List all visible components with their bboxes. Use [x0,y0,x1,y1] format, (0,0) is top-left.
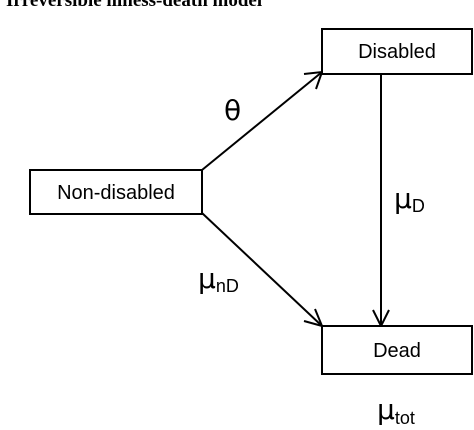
state-non-disabled-label: Non-disabled [57,182,175,204]
state-disabled-box [321,28,473,75]
rate-mu-nd-label: μnD [198,262,239,296]
rate-theta-label: θ [224,94,241,127]
edge-nondisabled-to-dead [201,212,323,327]
edge-nondisabled-to-disabled [201,71,323,171]
rate-mu-tot-symbol: μ [377,393,395,426]
state-dead-label: Dead [373,340,421,362]
state-dead-box [321,325,473,375]
rate-mu-d-symbol: μ [394,182,412,215]
rate-mu-nd-subscript: nD [216,276,239,296]
state-non-disabled: Non-disabled [29,169,203,215]
rate-mu-d-subscript: D [412,196,425,216]
state-non-disabled-box [29,169,203,215]
state-disabled-label: Disabled [358,41,436,63]
state-dead: Dead [321,325,473,375]
state-disabled: Disabled [321,28,473,75]
rate-mu-nd-symbol: μ [198,262,216,295]
diagram-title: Irreversible illness-death model [6,0,262,11]
rate-theta-symbol: θ [224,94,241,127]
rate-mu-tot-label: μtot [377,393,415,428]
rate-mu-tot-subscript: tot [395,408,415,428]
rate-mu-d-label: μD [394,182,425,216]
